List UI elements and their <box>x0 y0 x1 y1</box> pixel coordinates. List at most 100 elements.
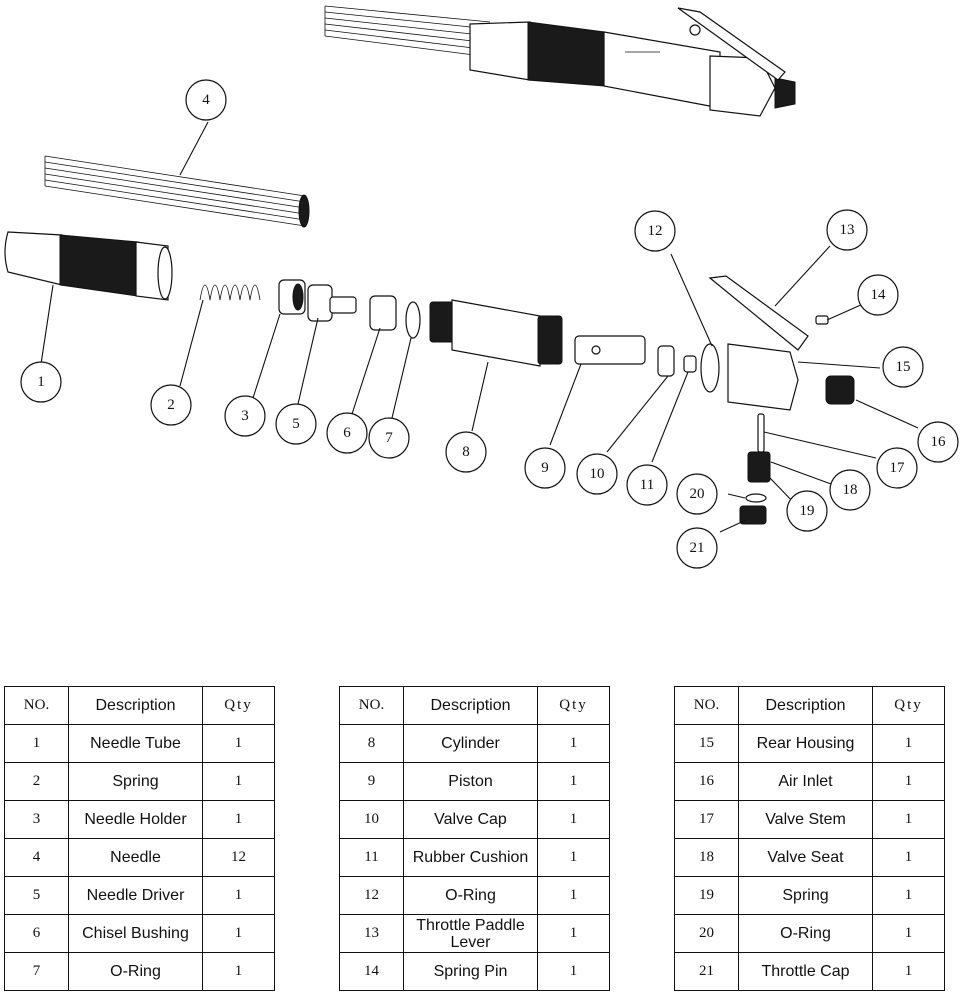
spring-pin-part <box>815 315 829 325</box>
callout-1: 1 <box>20 361 62 403</box>
part-qty: 1 <box>872 914 945 953</box>
part-number: 3 <box>4 800 69 839</box>
part-qty: 1 <box>537 838 610 877</box>
part-number: 4 <box>4 838 69 877</box>
part-description: Needle <box>68 838 203 877</box>
needle-bundle <box>44 155 310 228</box>
air-inlet-part <box>825 375 855 405</box>
callout-5: 5 <box>275 403 317 445</box>
part-qty: 1 <box>537 800 610 839</box>
part-description: O-Ring <box>738 914 873 953</box>
o-ring-20-part <box>745 493 767 503</box>
part-description: Cylinder <box>403 724 538 763</box>
svg-text:9: 9 <box>541 460 549 476</box>
header-no: NO. <box>4 686 69 725</box>
assembled-tool-illustration <box>324 5 796 117</box>
svg-text:10: 10 <box>590 466 605 482</box>
throttle-paddle-lever-part <box>708 275 809 351</box>
callout-19: 19 <box>786 490 828 532</box>
part-description: Chisel Bushing <box>68 914 203 953</box>
part-description: Valve Cap <box>403 800 538 839</box>
svg-text:12: 12 <box>648 223 663 239</box>
callout-14: 14 <box>857 274 899 316</box>
callout-3: 3 <box>224 395 266 437</box>
callout-7: 7 <box>368 417 410 459</box>
callout-21: 21 <box>676 527 718 569</box>
svg-text:5: 5 <box>292 416 300 432</box>
svg-text:2: 2 <box>167 397 175 413</box>
part-number: 7 <box>4 952 69 991</box>
part-description: Throttle Cap <box>738 952 873 991</box>
part-number: 8 <box>339 724 404 763</box>
part-description: Spring <box>68 762 203 801</box>
part-description: Piston <box>403 762 538 801</box>
part-number: 21 <box>674 952 739 991</box>
leader-lines <box>40 121 919 533</box>
cylinder-part <box>429 299 563 367</box>
callout-2: 2 <box>150 384 192 426</box>
part-description: Valve Seat <box>738 838 873 877</box>
part-description: Valve Stem <box>738 800 873 839</box>
part-qty: 1 <box>872 724 945 763</box>
part-description: Rear Housing <box>738 724 873 763</box>
o-ring-12-part <box>700 343 720 393</box>
part-qty: 1 <box>202 876 275 915</box>
part-description: Rubber Cushion <box>403 838 538 877</box>
table-header-row: NO. Description Qty <box>339 686 610 725</box>
svg-text:4: 4 <box>202 92 210 108</box>
o-ring-7-part <box>405 301 421 339</box>
part-description: Air Inlet <box>738 762 873 801</box>
needle-driver-part <box>307 284 357 322</box>
part-number: 9 <box>339 762 404 801</box>
part-number: 11 <box>339 838 404 877</box>
part-qty: 12 <box>202 838 275 877</box>
callout-4: 4 <box>185 79 227 121</box>
callout-16: 16 <box>917 421 959 463</box>
part-qty: 1 <box>202 724 275 763</box>
callout-6: 6 <box>326 412 368 454</box>
part-number: 10 <box>339 800 404 839</box>
part-description: O-Ring <box>403 876 538 915</box>
callout-8: 8 <box>445 431 487 473</box>
svg-text:21: 21 <box>690 540 705 556</box>
part-qty: 1 <box>537 952 610 991</box>
svg-text:8: 8 <box>462 444 470 460</box>
header-no: NO. <box>339 686 404 725</box>
callout-20: 20 <box>676 473 718 515</box>
svg-text:15: 15 <box>896 359 911 375</box>
part-description: Spring <box>738 876 873 915</box>
part-number: 6 <box>4 914 69 953</box>
callout-13: 13 <box>826 209 868 251</box>
svg-text:7: 7 <box>385 430 393 446</box>
header-description: Description <box>403 686 538 725</box>
svg-text:16: 16 <box>931 434 947 450</box>
part-qty: 1 <box>872 800 945 839</box>
svg-text:19: 19 <box>800 503 815 519</box>
part-description: Throttle Paddle Lever <box>403 914 538 953</box>
callout-15: 15 <box>882 346 924 388</box>
svg-text:20: 20 <box>690 486 705 502</box>
part-qty: 1 <box>537 914 610 953</box>
throttle-cap-part <box>739 505 767 525</box>
part-number: 1 <box>4 724 69 763</box>
header-qty: Qty <box>202 686 275 725</box>
part-description: Needle Driver <box>68 876 203 915</box>
part-number: 2 <box>4 762 69 801</box>
rubber-cushion-part <box>683 355 697 373</box>
part-qty: 1 <box>537 876 610 915</box>
part-qty: 1 <box>872 838 945 877</box>
